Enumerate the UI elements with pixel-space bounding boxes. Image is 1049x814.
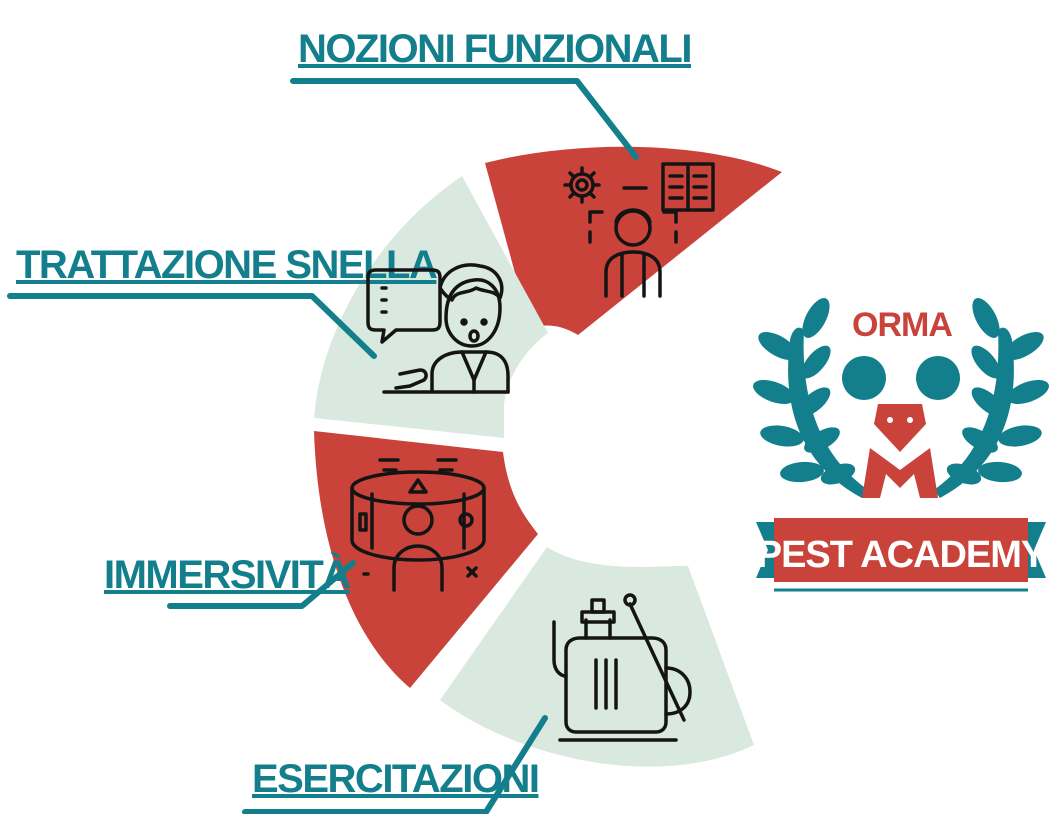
orma-pest-academy-logo: ORMA <box>753 298 1049 592</box>
label-immersivita: IMMERSIVITÀ <box>104 552 350 597</box>
vr-immersion-person-icon <box>350 458 486 592</box>
label-nozioni-funzionali: NOZIONI FUNZIONALI <box>298 27 691 71</box>
connector-immersivita <box>167 560 356 609</box>
speaking-doctor-icon <box>366 263 510 394</box>
label-trattazione-snella: TRATTAZIONE SNELLA <box>16 243 437 287</box>
connector-trattazione-snella <box>7 293 377 359</box>
label-esercitazioni: ESERCITAZIONI <box>252 757 538 801</box>
logo-top-text: ORMA <box>852 306 952 344</box>
logo-banner: PEST ACADEMY <box>756 518 1047 592</box>
sprayer-tank-icon <box>552 593 692 742</box>
connector-esercitazioni <box>242 715 548 814</box>
gear-book-person-icon <box>563 162 715 298</box>
laurel-wreath-mouse-icon <box>753 298 1049 498</box>
logo-banner-text: PEST ACADEMY <box>757 534 1046 576</box>
segment-nozioni-funzionali <box>485 146 782 335</box>
connector-nozioni-funzionali <box>290 78 639 160</box>
segment-trattazione-snella <box>314 176 548 438</box>
